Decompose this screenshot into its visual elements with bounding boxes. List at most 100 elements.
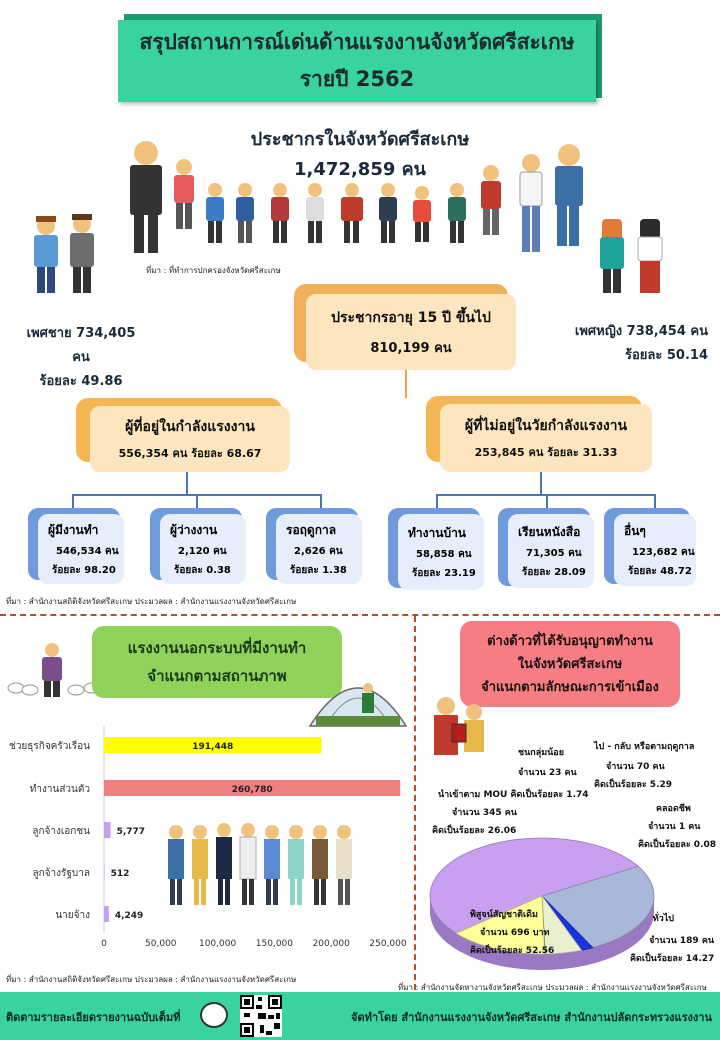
category-label: ช่วยธุรกิจครัวเรือน: [9, 740, 90, 752]
pie-slice: [541, 865, 655, 949]
employed-box: ผู้มีงานทำ 546,534 คน ร้อยละ 98.20: [38, 514, 124, 584]
other-label: อื่นๆ: [624, 523, 646, 538]
population-value: 1,472,859 คน: [294, 159, 426, 180]
foreign-title-1: ต่างด้าวที่ได้รับอนุญาตทำงาน: [487, 633, 653, 649]
data-label: 512: [111, 869, 130, 879]
x-tick-label: 100,000: [199, 939, 236, 949]
footer-report-link-text[interactable]: ติดตามรายละเอียดรายงานฉบับเต็มที่: [6, 1011, 181, 1024]
foreign-title-2: ในจังหวัดศรีสะเกษ: [517, 656, 623, 672]
male-count: เพศชาย 734,405 คน: [26, 326, 136, 365]
connector: [320, 494, 322, 512]
pie-label-text: คิดเป็นร้อยละ 52.56: [470, 946, 555, 956]
section-divider-vertical: [414, 616, 416, 990]
pie-label-text: นำเข้าตาม MOU คิดเป็นร้อยละ 1.74: [438, 790, 589, 800]
pie-label-seasonal: ไป - กลับ หรือตามฤดูกาล จำนวน 70 คน คิดเ…: [594, 740, 694, 792]
pie-label-mou: นำเข้าตาม MOU คิดเป็นร้อยละ 1.74 จำนวน 3…: [432, 788, 589, 838]
crowd-figures: [130, 141, 583, 253]
seasonal-label: รอฤดูกาล: [286, 522, 337, 537]
foreign-workers-pie-chart: [429, 837, 655, 970]
woman-figure: [600, 219, 663, 293]
pie-label-text: คิดเป็นร้อยละ 0.08: [638, 840, 717, 850]
male-percent: ร้อยละ 49.86: [39, 374, 123, 389]
x-tick-label: 50,000: [145, 939, 177, 949]
female-count: เพศหญิง 738,454 คน: [574, 324, 708, 339]
connector: [186, 472, 188, 494]
male-stats: เพศชาย 734,405 คน ร้อยละ 49.86: [16, 322, 146, 394]
pointing-hand-icon: [200, 1002, 228, 1028]
seasonal-percent: ร้อยละ 1.38: [290, 564, 347, 576]
other-count: 123,682 คน: [632, 546, 695, 558]
title-line-2: รายปี 2562: [299, 67, 415, 91]
labor-force-value: 556,354 คน ร้อยละ 68.67: [118, 447, 262, 460]
study-box: เรียนหนังสือ 71,305 คน ร้อยละ 28.09: [508, 514, 594, 588]
bar: [104, 906, 109, 922]
pie-label-text: จำนวน 23 คน: [518, 768, 577, 778]
pie-slice: [429, 837, 640, 934]
female-stats: เพศหญิง 738,454 คน ร้อยละ 50.14: [574, 320, 708, 368]
foreign-source: ที่มา : สำนักงานจัดหางานจังหวัดศรีสะเกษ …: [398, 983, 707, 992]
population-source: ที่มา : ที่ทำการปกครองจังหวัดศรีสะเกษ: [146, 266, 281, 275]
seasonal-box: รอฤดูกาล 2,626 คน ร้อยละ 1.38: [276, 514, 362, 584]
section-divider: [0, 614, 720, 616]
age15-box: ประชากรอายุ 15 ปี ขึ้นไป 810,199 คน: [306, 294, 516, 370]
pie-label-text: ไป - กลับ หรือตามฤดูกาล: [594, 742, 695, 752]
unemployed-percent: ร้อยละ 0.38: [174, 564, 231, 576]
pie-label-text: จำนวน 345 คน: [452, 808, 517, 818]
greenhouse-illustration: [308, 683, 408, 727]
pie-label-text: คิดเป็นร้อยละ 5.29: [594, 780, 673, 790]
data-label: 5,777: [117, 827, 145, 837]
housework-count: 58,858 คน: [416, 548, 472, 560]
footer-credit: จัดทำโดย สำนักงานแรงงานจังหวัดศรีสะเกษ ส…: [351, 1011, 712, 1024]
housework-percent: ร้อยละ 23.19: [412, 567, 476, 579]
category-label: ลูกจ้างรัฐบาล: [32, 867, 90, 879]
informal-title-1: แรงงานนอกระบบที่มีงานทำ: [127, 639, 307, 657]
data-label: 191,448: [192, 742, 233, 752]
pie-label-general: ทั่วไป จำนวน 189 คน คิดเป็นร้อยละ 14.27: [630, 912, 714, 966]
labor-force-label: ผู้ที่อยู่ในกำลังแรงงาน: [125, 419, 255, 435]
pie-label-born: คลอดชีพ จำนวน 1 คน คิดเป็นร้อยละ 0.08: [638, 802, 717, 852]
labor-source: ที่มา : สำนักงานสถิติจังหวัดศรีสะเกษ ประ…: [6, 597, 297, 606]
footer-bar: ติดตามรายละเอียดรายงานฉบับเต็มที่ จัดทำโ…: [0, 992, 720, 1040]
pie-label-text: ทั่วไป: [652, 914, 674, 924]
connector: [654, 494, 656, 512]
bar: [104, 780, 401, 796]
category-label: ทำงานส่วนตัว: [30, 784, 90, 795]
x-tick-label: 200,000: [313, 939, 350, 949]
connector: [436, 494, 438, 512]
connector: [540, 472, 542, 494]
bar: [104, 864, 105, 880]
study-percent: ร้อยละ 28.09: [522, 566, 586, 578]
employed-label: ผู้มีงานทำ: [48, 522, 99, 537]
category-label: ลูกจ้างเอกชน: [32, 825, 90, 837]
bar: [104, 822, 111, 838]
female-percent: ร้อยละ 50.14: [624, 348, 708, 363]
study-label: เรียนหนังสือ: [518, 524, 581, 539]
pie-label-text: พิสูจน์สัญชาติเดิม: [470, 910, 538, 920]
bar: [104, 737, 322, 753]
pie-label-text: จำนวน 70 คน: [606, 762, 665, 772]
pie-label-minority: ชนกลุ่มน้อย จำนวน 23 คน: [518, 746, 577, 780]
informal-title-box: แรงงานนอกระบบที่มีงานทำ จำแนกตามสถานภาพ: [92, 626, 342, 698]
study-count: 71,305 คน: [526, 547, 582, 559]
employed-count: 546,534 คน: [56, 545, 119, 557]
connector: [546, 494, 548, 512]
unemployed-box: ผู้ว่างงาน 2,120 คน ร้อยละ 0.38: [160, 514, 246, 584]
housework-box: ทำงานบ้าน 58,858 คน ร้อยละ 23.19: [398, 514, 484, 590]
population-title: ประชากรในจังหวัดศรีสะเกษ: [250, 129, 470, 150]
qr-code-icon[interactable]: [240, 995, 282, 1037]
x-tick-label: 150,000: [256, 939, 293, 949]
informal-source: ที่มา : สำนักงานสถิติจังหวัดศรีสะเกษ ประ…: [6, 975, 297, 984]
title-banner: สรุปสถานการณ์เด่นด้านแรงงานจังหวัดศรีสะเ…: [118, 14, 602, 102]
foreign-title-box: ต่างด้าวที่ได้รับอนุญาตทำงาน ในจังหวัดศร…: [460, 621, 680, 707]
foreign-title-3: จำแนกตามลักษณะการเข้าเมือง: [481, 679, 659, 695]
pie-label-text: คิดเป็นร้อยละ 26.06: [432, 826, 517, 836]
employed-percent: ร้อยละ 98.20: [52, 564, 116, 576]
workers-illustration: [168, 823, 352, 905]
title-line-1: สรุปสถานการณ์เด่นด้านแรงงานจังหวัดศรีสะเ…: [139, 30, 575, 54]
age15-value: 810,199 คน: [370, 340, 452, 356]
age15-label: ประชากรอายุ 15 ปี ขึ้นไป: [331, 309, 491, 326]
pie-slice: [455, 895, 546, 955]
pie-label-text: จำนวน 1 คน: [648, 822, 701, 832]
x-tick-label: 250,000: [369, 939, 406, 949]
